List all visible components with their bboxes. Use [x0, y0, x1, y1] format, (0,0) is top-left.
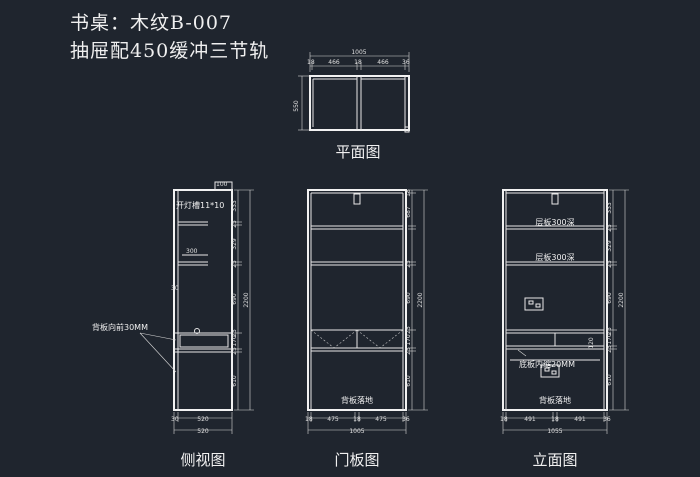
elev-dim-v-25b: 25: [606, 260, 613, 268]
title-line-2: 抽屉配450缓冲三节轨: [70, 40, 270, 62]
door-dim-bottom-b: 475: [375, 416, 387, 423]
elev-note-floor: 背板落地: [539, 395, 571, 405]
door-dim-bottom-mid: 18: [353, 416, 361, 423]
plan-dim-right-bay: 466: [377, 59, 389, 66]
side-dim-v-25b: 25: [231, 260, 238, 268]
side-dim-v-top: 333: [231, 200, 238, 212]
door-dim-v-687: 687: [405, 206, 412, 218]
side-view: 100 开灯槽11*10 300 30 背板向前30MM 30 520 520 …: [92, 181, 254, 435]
plan-dim-right-side: 36: [402, 59, 410, 66]
door-dim-v-25c: 25: [405, 347, 412, 355]
plan-dim-left-bay: 466: [328, 59, 340, 66]
side-dim-v-170: 170: [231, 335, 238, 347]
side-note-back-panel: 背板向前30MM: [92, 322, 148, 332]
elev-dim-v-170: 170: [606, 333, 613, 345]
elev-dim-drawer-h: 120: [588, 337, 595, 349]
elev-dim-v-25a: 25: [606, 224, 613, 232]
elev-note-shelf-1: 层板300深: [535, 217, 574, 227]
side-dim-v-25a: 25: [231, 220, 238, 228]
plan-dim-left-side: 18: [307, 59, 315, 66]
plan-dim-middle: 18: [354, 59, 362, 66]
side-dim-top-width: 100: [216, 181, 228, 188]
door-dim-v-690: 690: [405, 292, 412, 304]
elev-dim-bottom-total: 1055: [547, 428, 562, 435]
door-dim-v-610: 610: [405, 375, 412, 387]
elev-dim-v-25d: 25: [606, 345, 613, 353]
elev-dim-v-329: 329: [606, 240, 613, 252]
side-dim-v-610: 610: [231, 375, 238, 387]
elevation-view-label: 立面图: [532, 451, 577, 469]
elev-dim-bottom-b: 491: [574, 416, 586, 423]
elev-dim-v-690: 690: [606, 292, 613, 304]
elev-dim-bottom-right: 36: [603, 416, 611, 423]
elev-note-bottom: 底板内缩20MM: [519, 359, 575, 369]
side-dim-v-690: 690: [231, 293, 238, 305]
elev-dim-v-610: 610: [606, 374, 613, 386]
side-dim-total-height: 2200: [243, 292, 250, 307]
elev-dim-v-333: 333: [606, 202, 613, 214]
side-dim-bottom-mid: 520: [197, 416, 209, 423]
door-view-label: 门板图: [334, 451, 379, 469]
door-dim-v-25a: 25: [405, 260, 412, 268]
elev-dim-bottom-left: 18: [500, 416, 508, 423]
door-note-floor: 背板落地: [341, 395, 373, 405]
door-dim-v-25b: 25: [405, 326, 412, 334]
elev-dim-bottom-a: 491: [524, 416, 536, 423]
title-line-1: 书桌：木纹B-007: [70, 12, 233, 34]
door-dim-v-170: 170: [405, 334, 412, 346]
side-dim-bottom-total: 520: [197, 428, 209, 435]
side-dim-bottom-left: 30: [171, 416, 179, 423]
elev-dim-v-25c: 25: [606, 327, 613, 335]
side-dim-shelf-depth: 300: [186, 248, 198, 255]
side-note-light-slot: 开灯槽11*10: [176, 200, 224, 210]
elev-dim-bottom-mid: 18: [551, 416, 559, 423]
door-dim-bottom-total: 1005: [349, 428, 364, 435]
door-view: 背板落地 18 475 18 475 36 1005 18 687 25 690…: [305, 189, 428, 435]
elev-note-shelf-2: 层板300深: [535, 252, 574, 262]
side-dim-left-offset: 30: [171, 285, 179, 292]
elev-dim-total-height: 2200: [618, 292, 625, 307]
door-dim-top: 18: [405, 189, 412, 197]
side-dim-v-329: 329: [231, 238, 238, 250]
door-dim-bottom-left: 18: [305, 416, 313, 423]
plan-dim-depth: 550: [293, 100, 300, 112]
door-dim-bottom-right: 36: [402, 416, 410, 423]
plan-view-label: 平面图: [335, 143, 380, 161]
elevation-view: 层板300深 层板300深 底板内缩20MM 背板落地 120 18 491 1…: [500, 189, 629, 435]
plan-view: 1005 18 466 18 466 36 550: [293, 49, 410, 133]
side-dim-v-25d: 25: [231, 347, 238, 355]
plan-dim-total: 1005: [351, 49, 366, 56]
side-view-label: 侧视图: [180, 451, 225, 469]
door-dim-total-height: 2200: [417, 292, 424, 307]
door-dim-bottom-a: 475: [327, 416, 339, 423]
side-dim-v-25c: 25: [231, 329, 238, 337]
